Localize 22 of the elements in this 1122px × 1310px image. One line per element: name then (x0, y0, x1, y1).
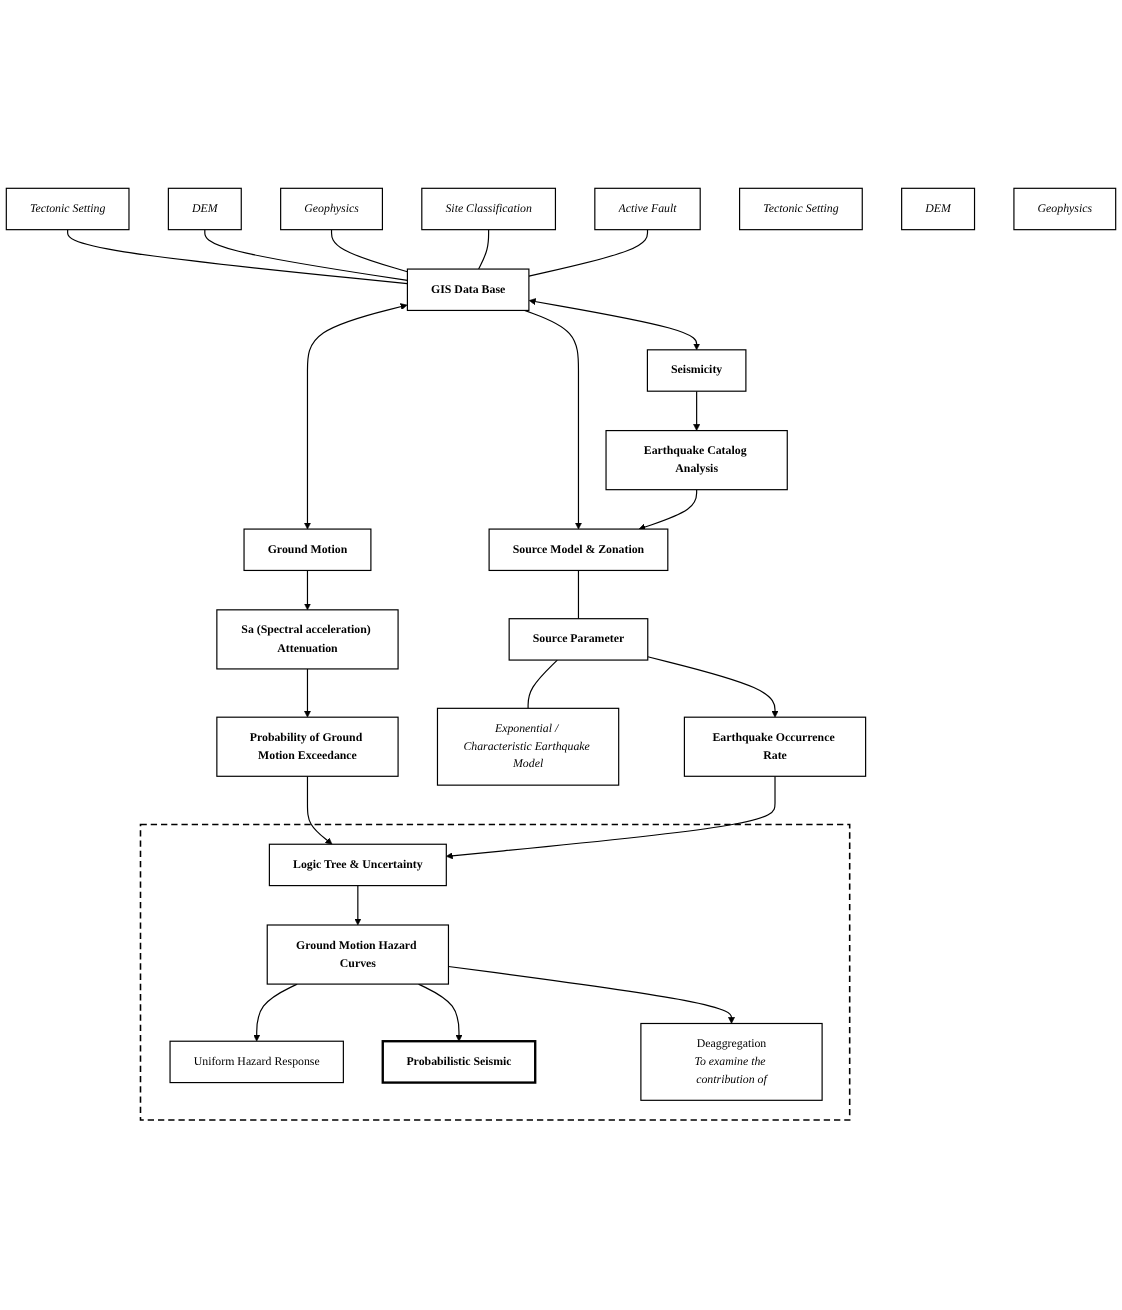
arrow (354, 885, 362, 927)
arrow (524, 310, 582, 531)
arrow (306, 776, 333, 846)
arrow (446, 776, 776, 861)
connector (330, 229, 408, 274)
arrow (304, 570, 311, 611)
arrow (304, 669, 311, 719)
arrow (304, 304, 408, 531)
arrow (253, 984, 298, 1043)
connector (67, 229, 408, 286)
arrow (447, 966, 735, 1025)
arrow (647, 657, 779, 719)
arrow (693, 391, 701, 432)
cluster (139, 824, 851, 1122)
arrow (528, 299, 701, 351)
connector (204, 229, 408, 282)
connector (577, 570, 580, 621)
connector (478, 229, 490, 271)
arrow (417, 984, 463, 1043)
connector (527, 660, 558, 710)
connector (528, 229, 649, 278)
arrow (638, 489, 698, 532)
